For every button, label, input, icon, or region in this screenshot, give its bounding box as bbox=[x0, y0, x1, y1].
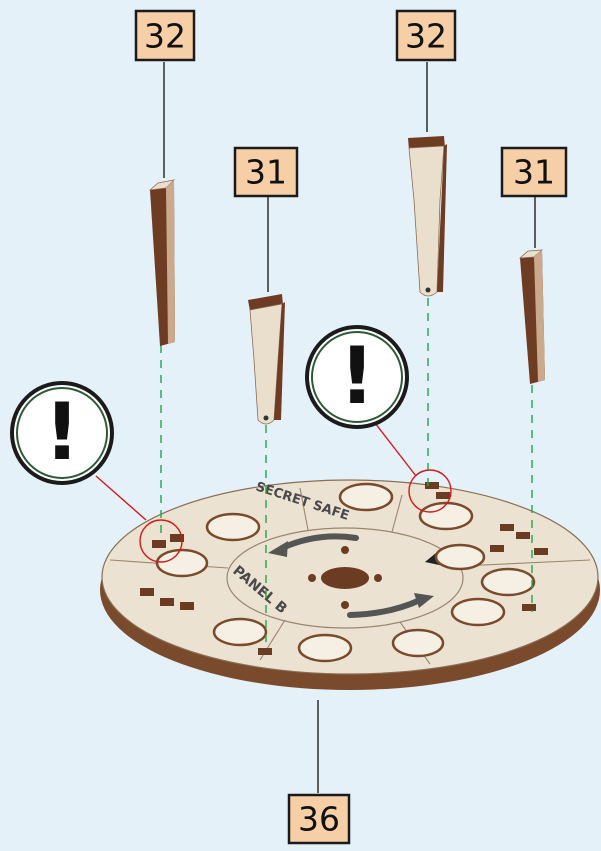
plate-slot bbox=[157, 550, 207, 576]
exclamation-icon: ! bbox=[44, 388, 80, 478]
plate-slot bbox=[207, 514, 259, 540]
pin-hole bbox=[308, 574, 316, 582]
label-peg-right-tall: 32 bbox=[397, 11, 455, 60]
peg-hole bbox=[264, 416, 269, 421]
pin-hole bbox=[341, 546, 349, 554]
pin-hole bbox=[374, 574, 382, 582]
svg-text:32: 32 bbox=[405, 17, 447, 56]
plate-slot bbox=[452, 599, 504, 625]
plate-slot bbox=[214, 619, 266, 645]
label-peg-left-tall: 32 bbox=[136, 11, 194, 60]
center-hole bbox=[321, 567, 369, 589]
peg-right-tall bbox=[408, 136, 447, 296]
peg-right-short bbox=[520, 250, 545, 384]
exclamation-icon: ! bbox=[339, 332, 375, 422]
peg-hole bbox=[426, 288, 431, 293]
plate-slot bbox=[420, 503, 472, 529]
plate-slot bbox=[340, 484, 392, 510]
pin-hole bbox=[341, 601, 349, 609]
peg-left-short bbox=[248, 294, 285, 424]
svg-text:31: 31 bbox=[245, 153, 287, 192]
label-base-plate: 36 bbox=[289, 795, 349, 843]
svg-text:36: 36 bbox=[298, 800, 340, 839]
label-peg-right-short: 31 bbox=[502, 148, 566, 196]
label-peg-left-short: 31 bbox=[235, 148, 297, 196]
plate-slot bbox=[299, 635, 351, 661]
plate-slot bbox=[393, 630, 443, 656]
plate-slot bbox=[482, 569, 534, 595]
plate-slot bbox=[436, 545, 484, 569]
svg-text:32: 32 bbox=[144, 17, 186, 56]
base-plate: SECRET SAFE PANEL B bbox=[100, 480, 600, 690]
peg-left-tall bbox=[150, 180, 175, 346]
svg-text:31: 31 bbox=[513, 153, 555, 192]
